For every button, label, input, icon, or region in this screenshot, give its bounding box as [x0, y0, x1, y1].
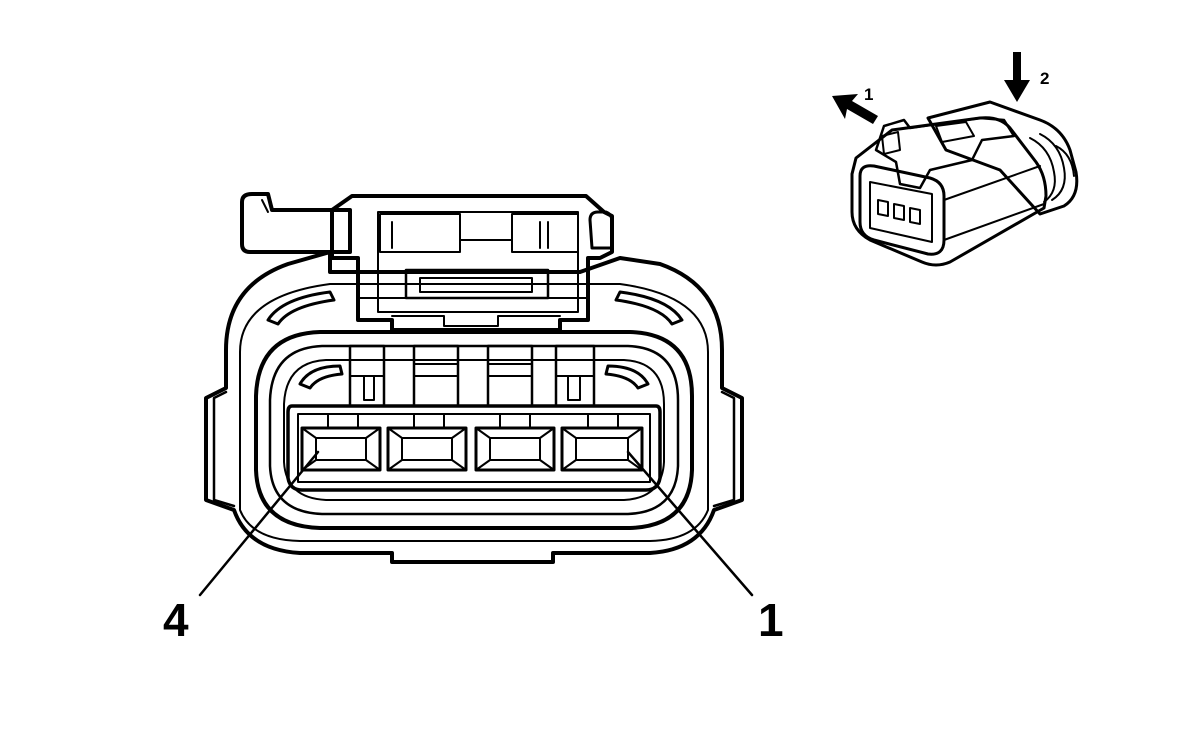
left-side-rib: [212, 390, 236, 508]
pin-label-4: 4: [163, 594, 189, 646]
latch-hook-edge: [261, 199, 269, 213]
inset-latch: [874, 116, 1016, 190]
inset-rear-body: [926, 100, 1079, 216]
leader-line-pin-1: [626, 450, 754, 597]
inset-latch-window: [935, 121, 975, 143]
lock-post-1-slot: [567, 375, 581, 401]
cavity-rib-right: [604, 364, 650, 390]
mating-cavity-inner: [268, 344, 680, 516]
latch-window-inner: [419, 277, 533, 293]
lock-post-4: [348, 344, 386, 408]
arrow-press-icon: [1004, 52, 1030, 102]
terminal-block-inner: [297, 413, 651, 483]
inset-pin-b: [893, 203, 905, 221]
latch-rib-right: [511, 213, 579, 253]
pin-label-1: 1: [758, 594, 784, 646]
cavity-rib-left: [298, 364, 344, 390]
latch-rib-left: [379, 213, 461, 253]
mating-cavity-outer: [254, 330, 694, 530]
inset-rear-ring-c: [1055, 145, 1075, 177]
shoulder-slot-right: [614, 290, 684, 326]
lock-post-3-bar: [413, 363, 459, 377]
lock-post-2: [486, 344, 534, 408]
arrow-release-label: 1: [864, 85, 873, 104]
mating-cavity-lip: [283, 359, 665, 501]
housing-inner-contour: [239, 283, 709, 542]
inset-latch-hook: [881, 131, 901, 155]
inset-front-face-inner: [869, 181, 933, 243]
right-side-rib: [712, 390, 736, 508]
inset-rear-ring-b: [1029, 137, 1056, 203]
pin-cavities: [300, 413, 644, 472]
connector-face-view: 4 1: [163, 192, 784, 646]
terminal-block: [286, 404, 662, 492]
housing-outer: [204, 250, 744, 564]
latch-hook-left: [240, 192, 352, 254]
arrow-release-icon: [832, 94, 878, 124]
connector-isometric-inset: 1 2: [832, 52, 1079, 267]
latch-frame-inner: [377, 211, 579, 313]
leader-line-pin-4: [198, 450, 320, 597]
inset-pin-a: [877, 199, 889, 217]
arrow-press-label: 2: [1040, 69, 1049, 88]
lock-post-2-bar: [487, 363, 533, 377]
inset-pin-c: [909, 207, 921, 225]
inset-side-edge-top: [943, 165, 1041, 201]
lock-post-3: [412, 344, 460, 408]
terminal-lock-posts: [348, 344, 596, 408]
pin-cavity-2: [474, 413, 556, 472]
lock-post-4-slot: [363, 375, 375, 401]
inset-side-edge-bottom: [943, 203, 1045, 241]
latch-frame: [330, 194, 614, 332]
latch-base-notch: [391, 315, 561, 327]
pin-cavity-1: [560, 413, 644, 472]
inset-rear-ring-a: [1039, 133, 1066, 201]
lock-post-1: [554, 344, 596, 408]
latch-hook-right: [588, 210, 614, 250]
shoulder-slot-left: [266, 290, 336, 326]
pin-cavity-3: [386, 413, 468, 472]
pin-cavity-4: [300, 413, 382, 472]
